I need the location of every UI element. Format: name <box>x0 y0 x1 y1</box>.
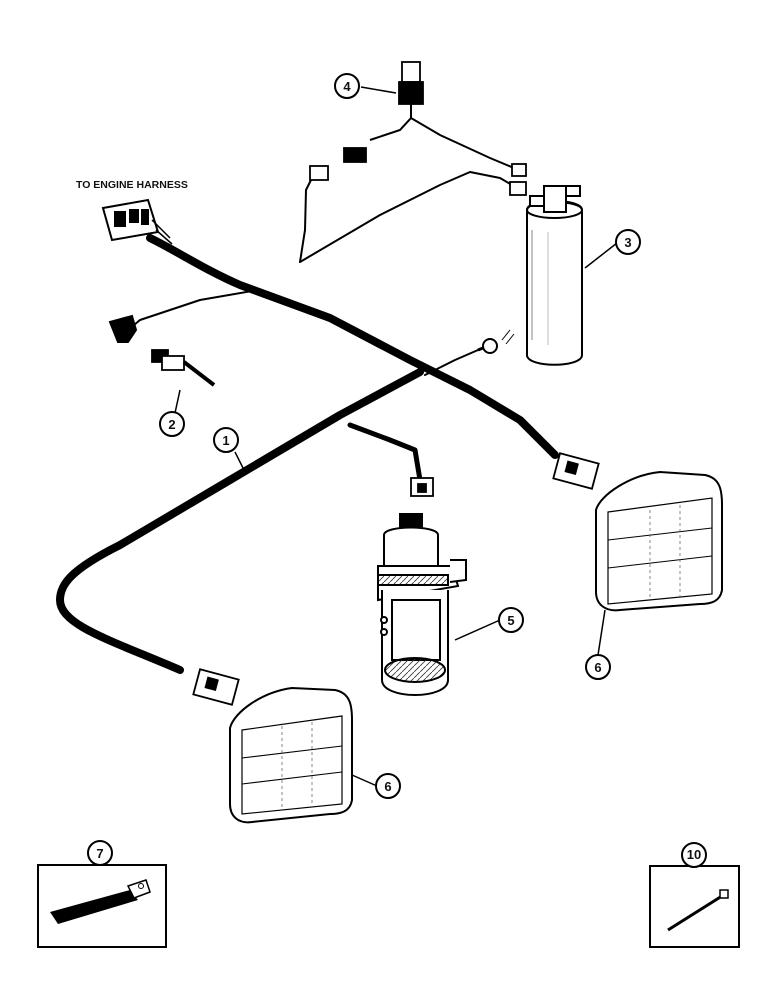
right-work-lamp <box>595 470 723 612</box>
callout-7: 7 <box>87 840 113 866</box>
receiver-drier <box>526 185 583 366</box>
strap-inset-box <box>37 864 167 948</box>
svg-text:1: 1 <box>222 433 229 448</box>
grommet-elbow <box>108 314 138 343</box>
svg-text:10: 10 <box>687 847 701 862</box>
svg-text:5: 5 <box>507 613 514 628</box>
svg-text:3: 3 <box>624 235 631 250</box>
svg-text:7: 7 <box>96 846 103 861</box>
cable-tie-inset-box <box>649 865 740 948</box>
svg-text:6: 6 <box>594 660 601 675</box>
callout-10: 10 <box>681 842 707 868</box>
svg-text:4: 4 <box>343 79 351 94</box>
callout-leaders <box>174 86 618 787</box>
svg-text:2: 2 <box>168 417 175 432</box>
callout-3: 3 <box>615 229 641 255</box>
right-lamp-connector <box>552 452 600 490</box>
ground-ring-terminal <box>477 329 515 354</box>
main-harness <box>56 171 559 674</box>
svg-text:6: 6 <box>384 779 391 794</box>
callout-4: 4 <box>334 73 360 99</box>
engine-harness-label: TO ENGINE HARNESS <box>76 179 188 191</box>
callout-2: 2 <box>159 411 185 437</box>
pressure-switch <box>309 61 527 196</box>
callout-5: 5 <box>498 607 524 633</box>
beacon-assembly <box>377 513 467 696</box>
left-lamp-connector <box>192 668 240 706</box>
temperature-sensor <box>151 349 216 387</box>
callout-6-right: 6 <box>585 654 611 680</box>
callout-1: 1 <box>213 427 239 453</box>
solenoid-connector <box>410 477 434 497</box>
engine-harness-connector <box>101 198 173 245</box>
left-work-lamp <box>229 686 353 824</box>
callout-6-left: 6 <box>375 773 401 799</box>
